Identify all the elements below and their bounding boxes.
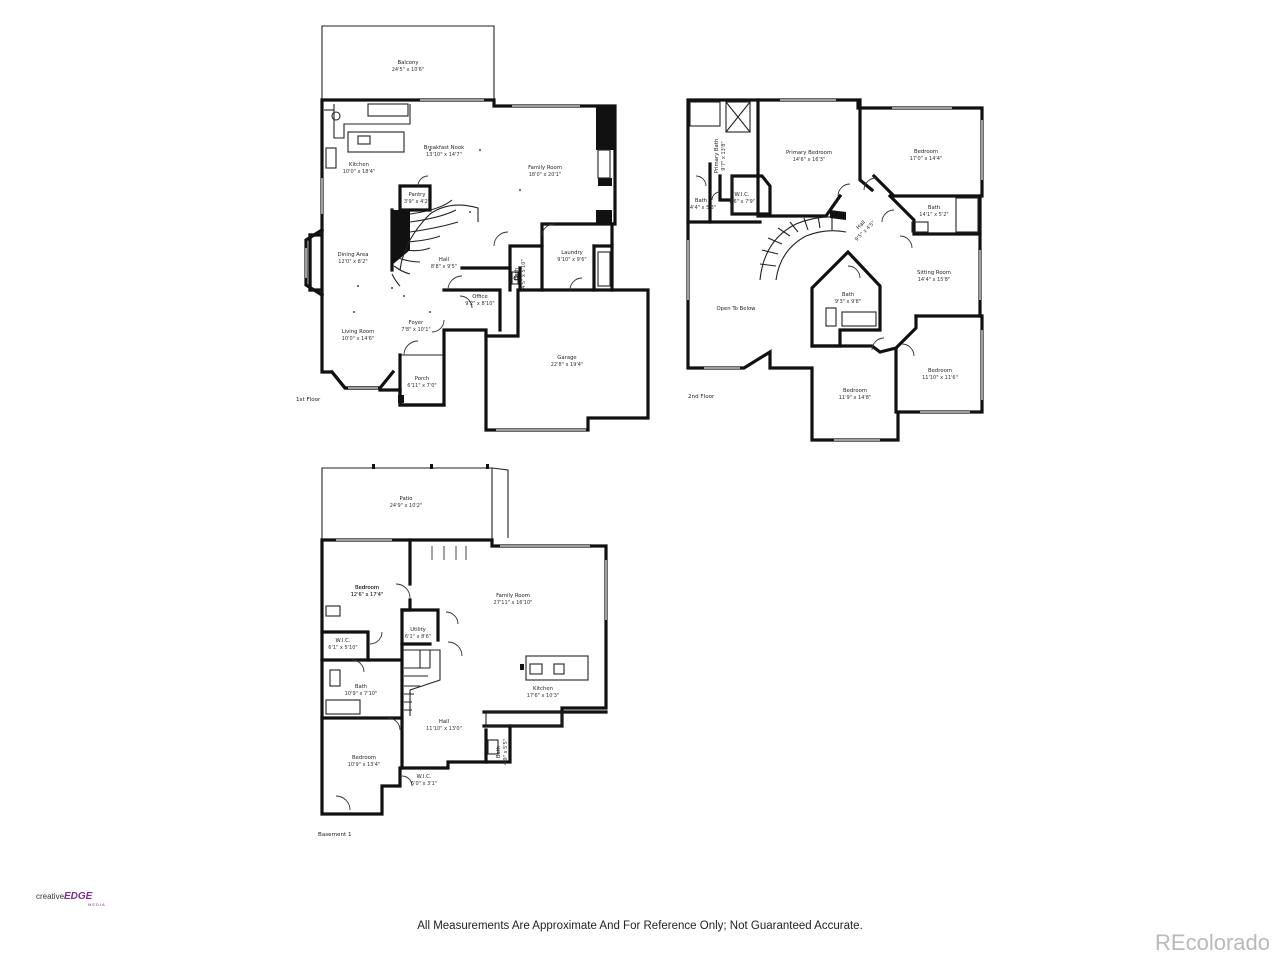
- room-label: Bedroom: [355, 585, 379, 591]
- room-label: Sitting Room: [917, 270, 951, 276]
- room-label: Bedroom: [928, 368, 952, 374]
- room-dims: 3'9" x 4'2": [404, 199, 430, 205]
- room-dims: 9'3" x 9'8": [835, 299, 861, 305]
- room-dims: 8'8" x 9'5": [431, 264, 457, 270]
- first-floor-plan: Balcony 24'5" x 10'6" Kitchen 10'0" x 18…: [296, 25, 650, 432]
- room-dims: 4'9" x 5'5": [503, 739, 509, 765]
- room-dims: 7'8" x 10'1": [401, 327, 430, 333]
- room-dims: 24'9" x 10'2": [390, 503, 423, 509]
- garage-wall: [484, 288, 650, 432]
- room-dims: 12'6" x 17'4": [351, 592, 384, 598]
- creative-edge-logo: creativeEDGE MEDIA: [36, 886, 106, 907]
- room-label: Bath: [928, 205, 940, 211]
- room-label: Living Room: [342, 329, 375, 335]
- room-dims: 11'10" x 11'6": [922, 375, 958, 381]
- room-label: Bedroom: [352, 755, 376, 761]
- room-dims: 9'7" x 13'8": [721, 141, 727, 170]
- room-dims: 17'0" x 14'4": [910, 156, 943, 162]
- room-dims: 14'1" x 5'2": [919, 212, 948, 218]
- room-dims: 4'4" x 5'3": [690, 205, 716, 211]
- disclaimer-text: All Measurements Are Approximate And For…: [417, 920, 863, 932]
- room-label: Foyer: [409, 320, 424, 326]
- room-dims: 9'10" x 9'6": [557, 257, 586, 263]
- room-label: Balcony: [398, 60, 419, 66]
- basement-plan: Bedroom 12'6" x 17'4" Patio Patio Family…: [318, 464, 608, 838]
- room-dims: 10'9" x 7'10": [345, 691, 378, 697]
- room-dims: 27'11" x 16'10": [494, 600, 533, 606]
- room-label: Primary Bedroom: [786, 150, 832, 156]
- room-label: Bedroom: [843, 388, 867, 394]
- room-label: Pantry: [409, 192, 426, 198]
- room-dims: 10'0" x 18'4": [343, 169, 376, 175]
- room-label: Breakfast Nook: [424, 145, 465, 151]
- room-dims: 12'0" x 8'2": [338, 259, 367, 265]
- recolorado-watermark: REcolorado: [1155, 930, 1270, 955]
- room-label: Office: [472, 294, 487, 300]
- room-dims: 9'2" x 8'10": [465, 301, 494, 307]
- room-label: Kitchen: [533, 686, 553, 692]
- room-dims: 4'5" x 5'10": [521, 259, 527, 288]
- floor-label: Basement 1: [318, 832, 352, 838]
- room-label: Kitchen: [349, 162, 369, 168]
- floor-label: 1st Floor: [296, 397, 321, 403]
- room-label: Utility: [410, 627, 426, 633]
- room-dims: 6'0" x 3'1": [411, 781, 437, 787]
- room-dims: 13'10" x 14'7": [426, 152, 462, 158]
- room-label: W.I.C.: [735, 192, 750, 198]
- room-label: Open To Below: [716, 306, 756, 312]
- room-dims: 11'9" x 14'8": [839, 395, 872, 401]
- room-label: Laundry: [561, 250, 583, 256]
- room-dims: 10'0" x 14'6": [342, 336, 375, 342]
- room-label: Hall: [439, 257, 449, 263]
- room-dims: 11'10" x 13'0": [426, 726, 462, 732]
- room-dims: 14'6" x 16'3": [793, 157, 826, 163]
- brand-line2: EDGE: [64, 891, 93, 902]
- room-label: Bedroom: [914, 149, 938, 155]
- room-label: Family Room: [496, 593, 530, 599]
- room-label: Garage: [557, 355, 576, 361]
- room-dims: 24'5" x 10'6": [392, 67, 425, 73]
- basement-outer-wall: [320, 538, 608, 816]
- room-label: Bath: [842, 292, 854, 298]
- room-dims: 18'0" x 20'1": [529, 172, 562, 178]
- room-label: Bath: [695, 198, 707, 204]
- room-dims: 22'8" x 19'4": [551, 362, 584, 368]
- balcony-outline: [321, 25, 495, 100]
- brand-line3: MEDIA: [88, 902, 106, 907]
- room-dims: 17'6" x 10'3": [527, 693, 560, 699]
- room-label: Hall: [856, 220, 867, 231]
- room-label: Family Room: [528, 165, 562, 171]
- second-floor-plan: Primary Bath 9'7" x 13'8" Primary Bedroo…: [686, 98, 984, 442]
- room-dims: 12'6" x 17'4": [351, 592, 384, 598]
- room-label: Primary Bath: [714, 139, 720, 173]
- room-dims: 10'9" x 13'4": [348, 762, 381, 768]
- brand-line1: creative: [36, 892, 65, 901]
- room-label: Bedroom: [355, 585, 379, 591]
- room-label: Patio: [400, 496, 413, 502]
- floor-label: 2nd Floor: [688, 394, 715, 400]
- room-label: W.I.C.: [417, 774, 432, 780]
- room-label: W.I.C.: [336, 638, 351, 644]
- room-label: Bath: [496, 746, 502, 758]
- room-dims: 7'6" x 7'9": [729, 199, 755, 205]
- room-dims: 6'1" x 8'6": [405, 634, 431, 640]
- room-label: Porch: [415, 376, 430, 382]
- room-dims: 6'11" x 7'0": [407, 383, 436, 389]
- room-label: Hall: [439, 719, 449, 725]
- room-dims: 6'1" x 5'10": [328, 645, 357, 651]
- room-label: Bath: [355, 684, 367, 690]
- room-dims: 14'4" x 15'8": [918, 277, 951, 283]
- room-label: Bath: [514, 268, 520, 280]
- room-label: Dining Area: [338, 252, 369, 258]
- patio-outline: [321, 467, 493, 540]
